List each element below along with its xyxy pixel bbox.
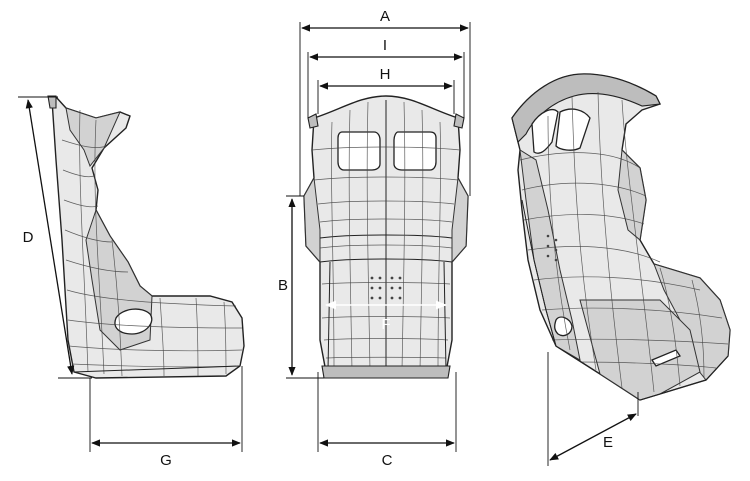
dimension-E: E	[547, 352, 639, 466]
label-E: E	[603, 434, 613, 451]
harness-hole-left	[337, 131, 381, 171]
back-vent-dots	[546, 234, 558, 262]
label-H: H	[380, 66, 391, 83]
label-A: A	[380, 8, 390, 25]
dimension-A: A	[299, 8, 471, 196]
harness-hole-right	[393, 131, 437, 171]
label-C: C	[382, 452, 393, 469]
dimension-G: G	[89, 366, 243, 469]
dimension-C: C	[317, 372, 457, 469]
dimension-F: F	[324, 300, 448, 333]
label-B: B	[278, 277, 288, 294]
seat-front-view	[303, 95, 469, 379]
dimension-D: D	[18, 96, 92, 379]
dimension-I: I	[307, 37, 465, 118]
harness-hole-upper-left	[531, 109, 559, 154]
seat-perspective-view	[511, 73, 731, 401]
label-I: I	[383, 37, 387, 54]
label-D: D	[23, 229, 34, 246]
seat-side-view	[47, 95, 245, 379]
label-G: G	[160, 452, 172, 469]
dimension-H: H	[317, 66, 455, 114]
label-F: F	[381, 316, 390, 333]
cushion-vent-dots	[370, 276, 402, 300]
